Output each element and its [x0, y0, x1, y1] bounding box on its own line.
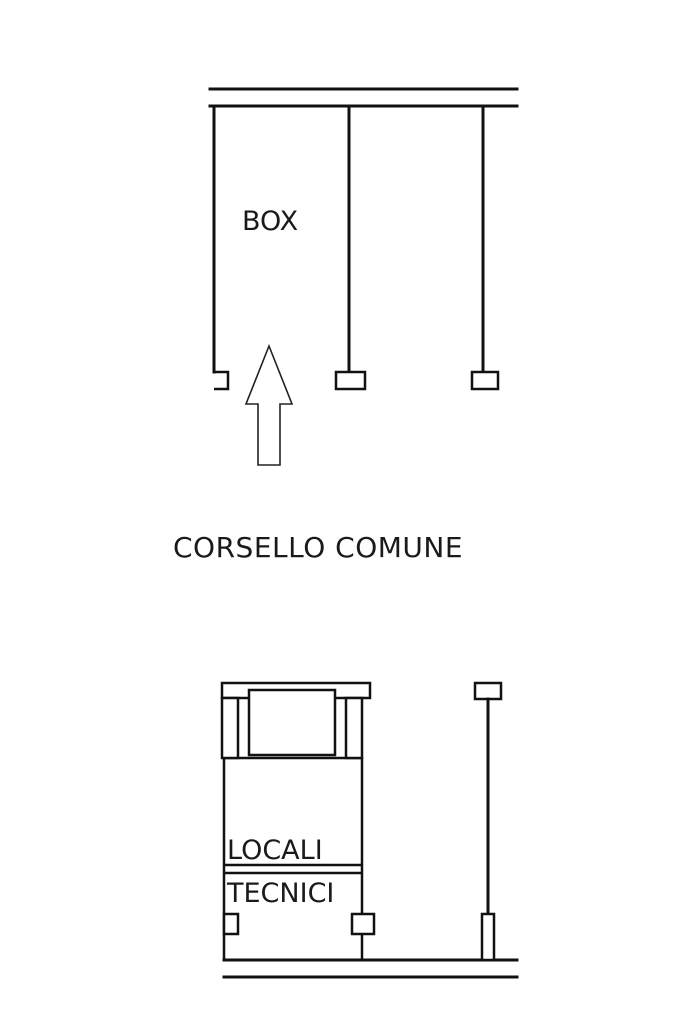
shaft-opening: [247, 688, 337, 757]
technical-room-label-line1: LOCALI: [227, 835, 323, 866]
pillar-3: [470, 370, 500, 391]
box-label: BOX: [242, 206, 298, 237]
pillar-half-1: [214, 370, 230, 391]
pillar-lower-bottom: [480, 912, 496, 962]
room-corner-pillar-right: [350, 912, 376, 936]
left-column: [220, 696, 240, 760]
technical-room-label-line2: TECNICI: [226, 878, 334, 909]
technical-room-outline: [222, 756, 364, 962]
right-column: [344, 696, 364, 760]
room-corner-pillar-left: [222, 912, 240, 936]
upper-garage-block: BOX: [208, 87, 519, 466]
entry-arrow-icon: [244, 343, 294, 466]
pillar-2: [334, 370, 367, 391]
corridor-label: CORSELLO COMUNE: [173, 531, 463, 564]
lower-block: LOCALI TECNICI: [220, 681, 519, 979]
pillar-lower-top: [473, 681, 503, 701]
